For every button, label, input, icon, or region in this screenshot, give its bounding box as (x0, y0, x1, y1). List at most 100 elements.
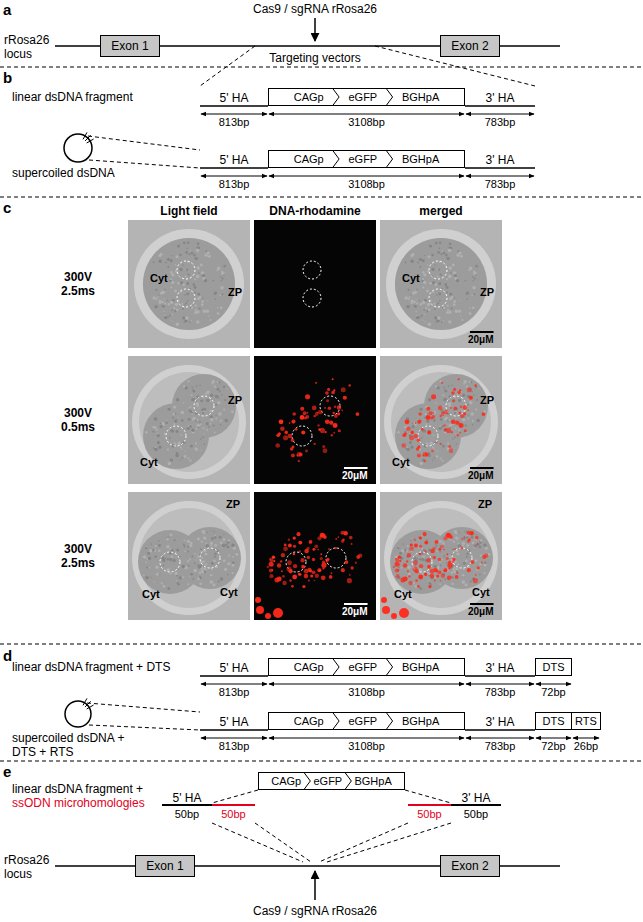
drawing-element (128, 220, 250, 348)
circle-shape (184, 304, 185, 305)
circle-shape (206, 310, 209, 313)
circle-shape (399, 560, 401, 562)
circle-shape (477, 543, 479, 545)
circle-shape (189, 576, 190, 577)
circle-shape (447, 309, 449, 311)
circle-shape (267, 566, 269, 568)
circle-shape (170, 458, 173, 461)
circle-shape (265, 613, 271, 619)
drawing-element (254, 492, 376, 620)
circle-shape (341, 568, 345, 572)
circle-shape (192, 410, 193, 411)
circle-shape (213, 530, 214, 531)
circle-shape (197, 556, 199, 558)
circle-shape (473, 578, 478, 583)
circle-shape (194, 553, 196, 555)
circle-shape (187, 300, 189, 302)
homology-arm-label: 3' HA (486, 661, 515, 675)
box-label: CAGp (294, 715, 324, 728)
circle-shape (397, 547, 399, 549)
circle-shape (460, 547, 463, 550)
circle-shape (197, 275, 200, 278)
circle-shape (456, 537, 459, 540)
circle-shape (445, 283, 448, 286)
circle-shape (446, 286, 449, 289)
circle-shape (298, 460, 301, 463)
circle-shape (416, 303, 418, 305)
circle-shape (162, 559, 165, 562)
circle-shape (202, 274, 205, 277)
circle-shape (195, 309, 197, 311)
circle-shape (438, 570, 442, 574)
circle-shape (406, 305, 409, 308)
circle-shape (154, 581, 155, 582)
circle-shape (160, 423, 161, 424)
circle-shape (304, 569, 309, 574)
dimension-arrows (201, 114, 534, 115)
circle-shape (217, 267, 220, 270)
structure-label: ZP (228, 394, 242, 407)
circle-shape (456, 253, 459, 256)
line-segment (465, 729, 535, 731)
box-label: eGFP (348, 715, 377, 728)
circle-shape (447, 305, 449, 307)
circle-shape (334, 414, 338, 418)
exon-box: Exon 2 (440, 35, 500, 57)
circle-shape (382, 606, 390, 614)
circle-shape (147, 552, 150, 555)
circle-shape (214, 553, 216, 555)
circle-shape (457, 542, 459, 544)
circle-shape (293, 545, 296, 548)
circle-shape (221, 271, 223, 273)
circle-shape (436, 294, 438, 296)
circle-shape (457, 563, 459, 565)
line-segment (200, 167, 268, 169)
circle-shape (474, 384, 476, 386)
circle-shape (421, 437, 423, 439)
circle-shape (291, 420, 295, 424)
circle-shape (201, 303, 204, 306)
circle-shape (409, 296, 411, 298)
circle-shape (384, 501, 498, 615)
circle-shape (446, 553, 448, 555)
circle-shape (485, 547, 488, 550)
circle-shape (181, 303, 183, 305)
circle-shape (349, 574, 351, 576)
circle-shape (166, 422, 168, 424)
line-segment (466, 114, 534, 115)
circle-shape (300, 407, 304, 411)
circle-shape (417, 454, 421, 458)
circle-shape (337, 405, 341, 409)
circle-shape (198, 407, 199, 408)
circle-shape (168, 316, 169, 317)
circle-shape (416, 447, 420, 451)
circle-shape (157, 296, 159, 298)
circle-shape (169, 558, 172, 561)
circle-shape (324, 407, 326, 409)
panel-letter: c (3, 199, 11, 217)
circle-shape (480, 539, 482, 541)
circle-shape (419, 558, 421, 560)
circle-shape (474, 293, 476, 295)
circle-shape (312, 558, 315, 561)
circle-shape (325, 431, 327, 433)
circle-shape (185, 275, 187, 277)
circle-shape (411, 425, 414, 428)
circle-shape (424, 541, 428, 545)
circle-shape (460, 405, 463, 408)
circle-shape (442, 250, 443, 251)
circle-shape (434, 283, 437, 286)
structure-label: Cyt (140, 456, 158, 469)
circle-shape (415, 585, 418, 588)
circle-shape (333, 412, 335, 414)
circle-shape (458, 399, 460, 401)
chevron-separator (304, 773, 310, 789)
circle-shape (275, 443, 280, 448)
circle-shape (451, 296, 454, 299)
line-segment (465, 675, 535, 677)
line-segment (85, 701, 91, 707)
circle-shape (189, 409, 192, 412)
circle-shape (334, 405, 337, 408)
circle-shape (169, 548, 171, 550)
circle-shape (162, 290, 166, 294)
